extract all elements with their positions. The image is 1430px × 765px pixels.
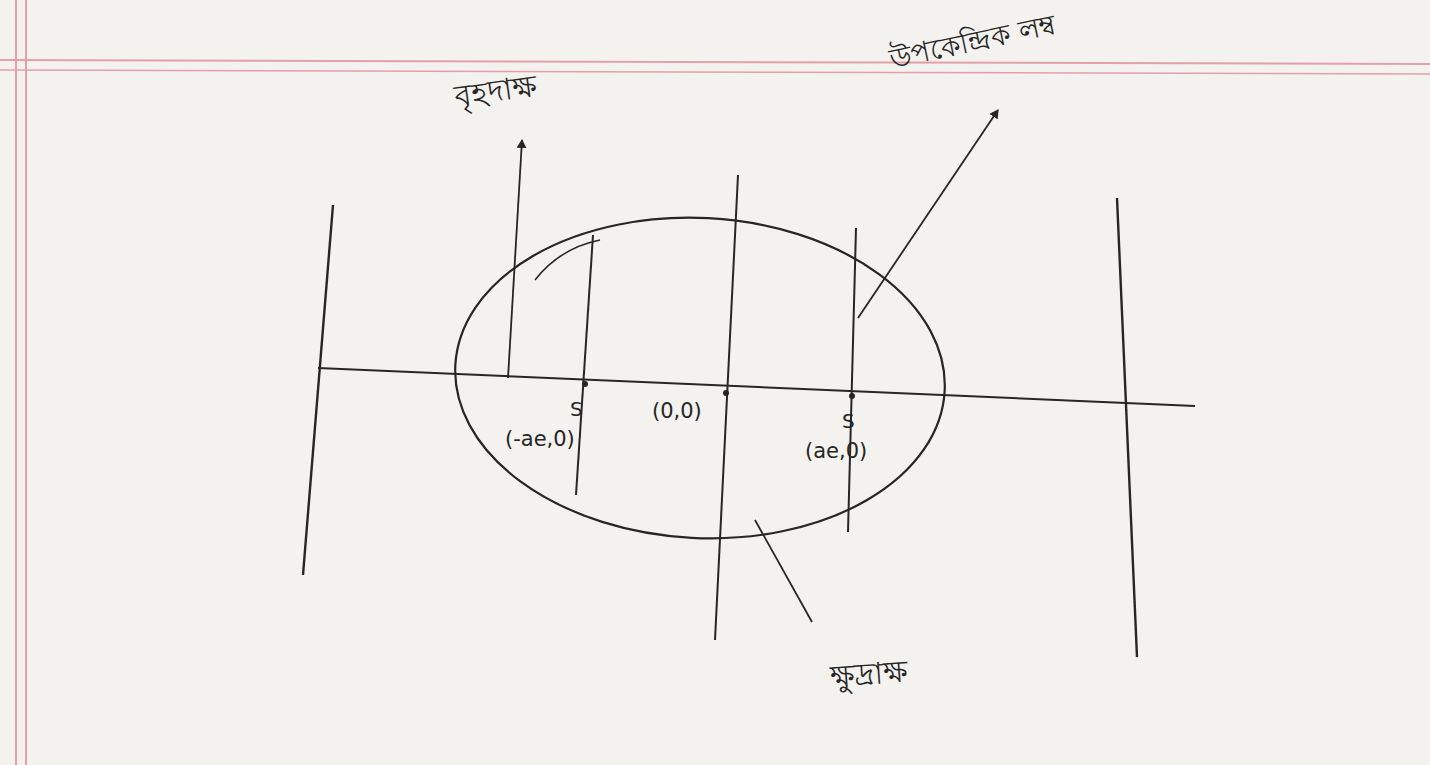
latus-rectum bbox=[848, 228, 856, 532]
axis-label: ক্ষুদ্রাক্ষ bbox=[829, 655, 908, 693]
rule-line bbox=[0, 60, 1430, 64]
rule-line bbox=[0, 70, 1430, 74]
leader-arrow bbox=[508, 140, 522, 378]
focus-point bbox=[849, 393, 855, 399]
coordinate-label: (ae,0) bbox=[805, 440, 867, 463]
minor-axis-line bbox=[715, 175, 738, 640]
leader-arrow bbox=[858, 110, 998, 318]
axis-label: বৃহদাক্ষ bbox=[453, 69, 539, 113]
focus-point bbox=[582, 381, 588, 387]
axis-label: উপকেন্দ্রিক লম্ব bbox=[887, 10, 1060, 75]
arc-mark bbox=[535, 240, 600, 280]
margin-line bbox=[25, 0, 27, 765]
ellipse bbox=[447, 205, 953, 550]
directrix bbox=[303, 205, 333, 575]
coordinate-label: (0,0) bbox=[652, 400, 702, 423]
directrix bbox=[1117, 198, 1137, 657]
latus-rectum bbox=[576, 235, 593, 495]
center-point bbox=[723, 390, 729, 396]
point-label: S bbox=[570, 398, 583, 420]
margin-line bbox=[15, 0, 17, 765]
point-label: S bbox=[842, 410, 855, 432]
leader-line bbox=[755, 520, 812, 622]
major-axis-line bbox=[318, 368, 1195, 406]
coordinate-label: (-ae,0) bbox=[505, 428, 575, 451]
